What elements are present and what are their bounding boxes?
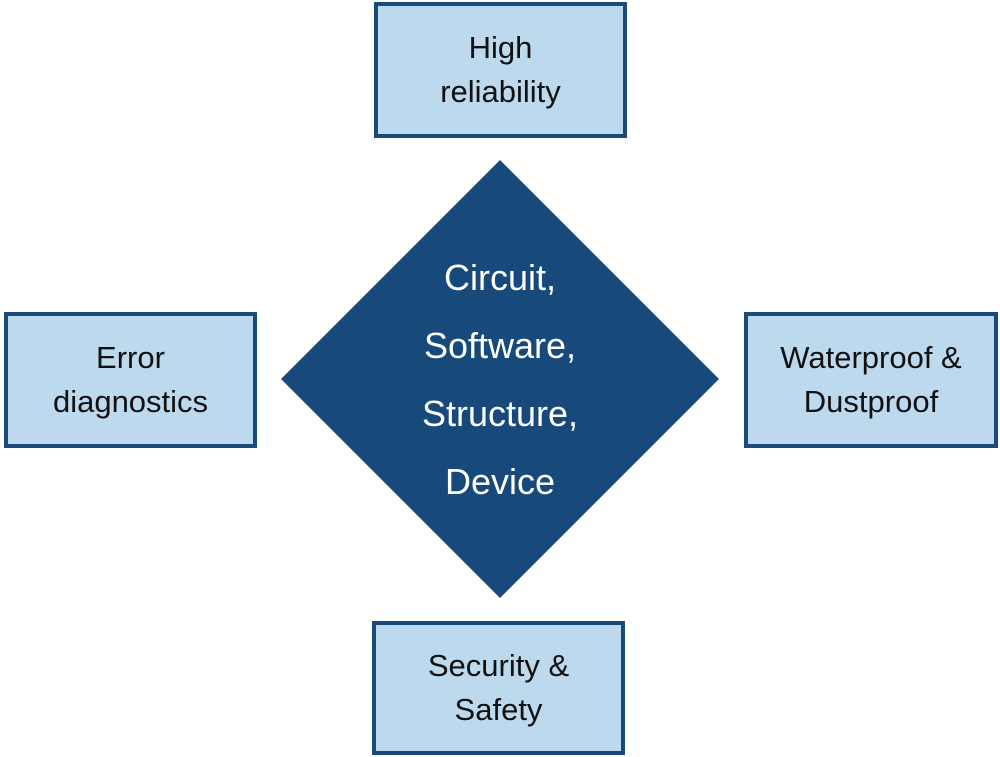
right-box-line-2: Dustproof xyxy=(803,384,939,419)
center-line-2: Software, xyxy=(423,325,577,366)
bottom-box-line-1: Security & xyxy=(427,648,570,683)
error-diagnostics-box: Error diagnostics xyxy=(4,312,257,448)
high-reliability-box: High reliability xyxy=(374,2,627,138)
top-box-line-1: High xyxy=(468,30,533,65)
center-diamond xyxy=(281,160,719,598)
center-label: Circuit, Software, Structure, Device xyxy=(340,240,660,520)
center-line-4: Device xyxy=(444,461,556,502)
center-line-1: Circuit, xyxy=(443,257,556,298)
left-box-line-1: Error xyxy=(96,340,165,375)
waterproof-dustproof-box: Waterproof & Dustproof xyxy=(744,312,998,448)
center-line-3: Structure, xyxy=(421,393,579,434)
bottom-box-line-2: Safety xyxy=(454,692,543,727)
security-safety-box: Security & Safety xyxy=(372,621,625,755)
left-box-line-2: diagnostics xyxy=(52,384,209,419)
right-box-line-1: Waterproof & xyxy=(780,340,962,375)
top-box-line-2: reliability xyxy=(440,74,561,109)
